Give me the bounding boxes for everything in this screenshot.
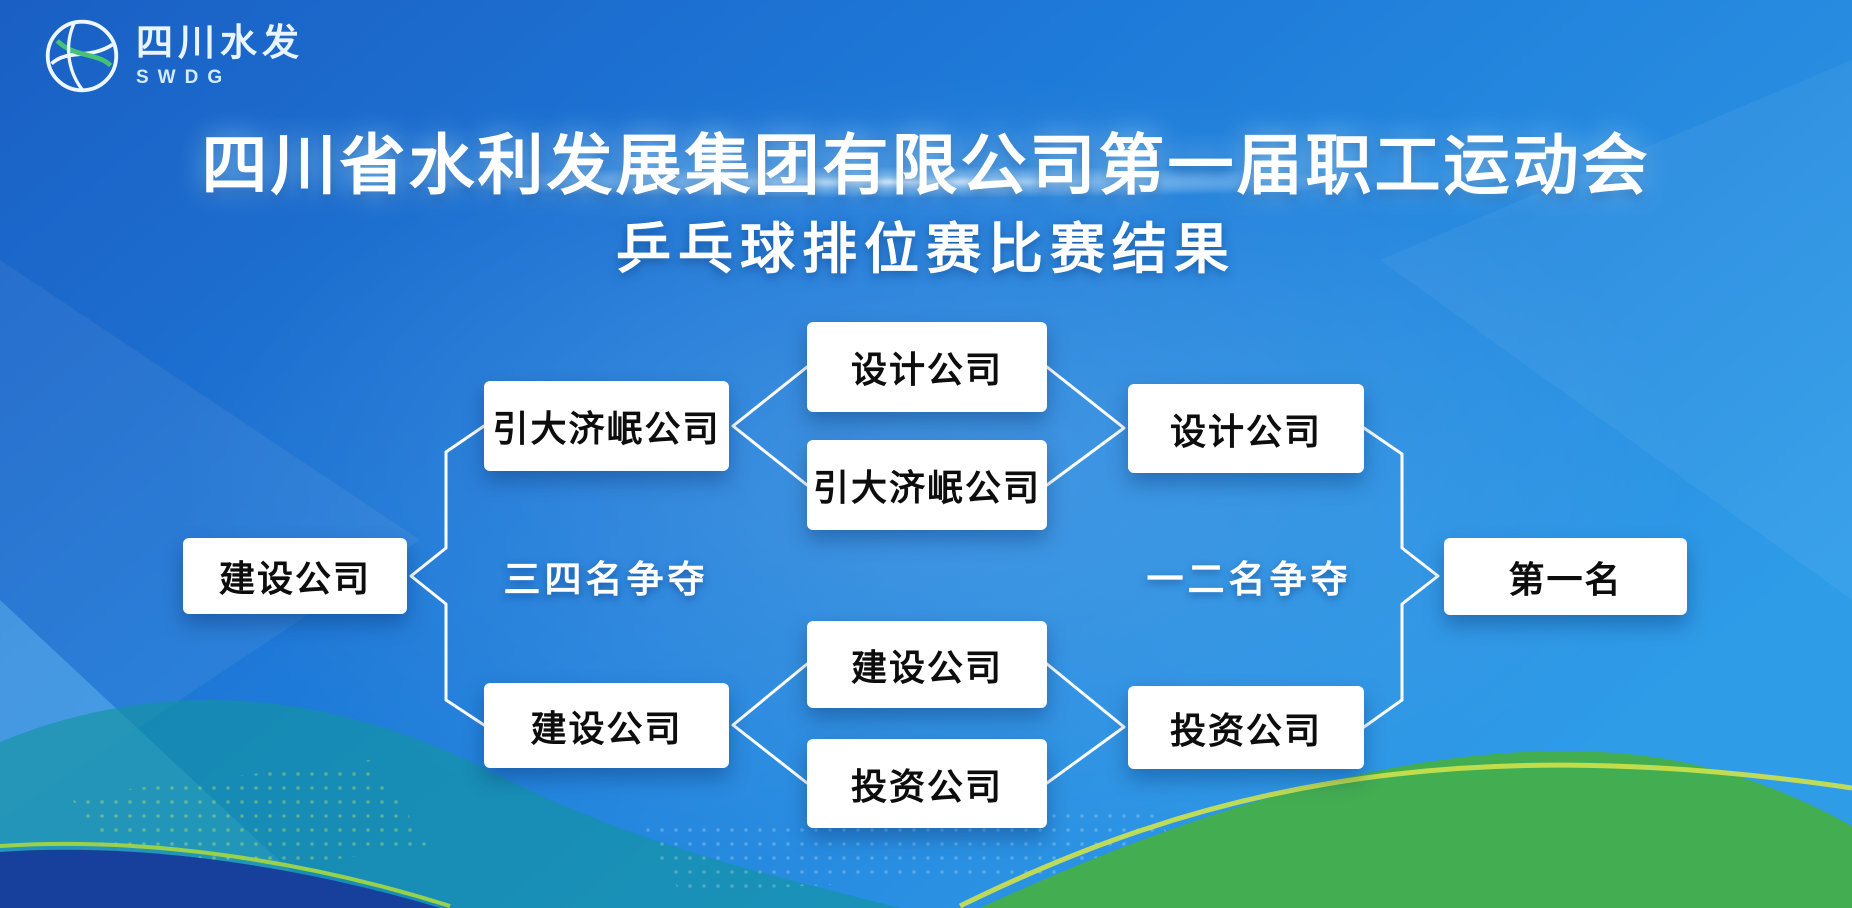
title-light-flare bbox=[405, 166, 1405, 198]
bracket-box-semi1-loser: 引大济岷公司 bbox=[484, 381, 729, 471]
poster-subtitle: 乒乓球排位赛比赛结果 bbox=[615, 218, 1236, 280]
poster-title: 四川省水利发展集团有限公司第一届职工运动会 bbox=[201, 128, 1651, 202]
light-shard-right bbox=[1380, 60, 1852, 600]
swdg-logo-icon bbox=[45, 19, 119, 93]
logo-company-name: 四川水发 bbox=[136, 22, 304, 64]
bracket-box-finalist-top: 设计公司 bbox=[1128, 384, 1364, 473]
logo-abbreviation: SWDG bbox=[136, 66, 232, 88]
company-logo: 四川水发 SWDG bbox=[42, 16, 304, 96]
white-dots-pattern bbox=[640, 806, 1190, 892]
bracket-box-semi1-team1: 设计公司 bbox=[807, 322, 1047, 412]
final-match-label: 一二名争夺 bbox=[1146, 559, 1352, 600]
logo-text: 四川水发 SWDG bbox=[136, 22, 304, 89]
bracket-box-semi2-team1: 建设公司 bbox=[807, 621, 1047, 708]
bracket-box-champion: 第一名 bbox=[1444, 538, 1687, 615]
bracket-box-third-place-winner: 建设公司 bbox=[183, 538, 407, 614]
bracket-box-semi2-team2: 投资公司 bbox=[807, 739, 1047, 828]
bracket-box-semi2-loser: 建设公司 bbox=[484, 683, 729, 768]
green-accent-line bbox=[0, 841, 451, 908]
navy-corner bbox=[0, 849, 440, 908]
third-place-match-label: 三四名争夺 bbox=[503, 559, 709, 600]
bracket-box-finalist-bottom: 投资公司 bbox=[1128, 686, 1364, 769]
green-wave bbox=[980, 751, 1852, 908]
lime-accent-line bbox=[958, 762, 1852, 908]
bracket-box-semi1-team2: 引大济岷公司 bbox=[807, 440, 1047, 530]
